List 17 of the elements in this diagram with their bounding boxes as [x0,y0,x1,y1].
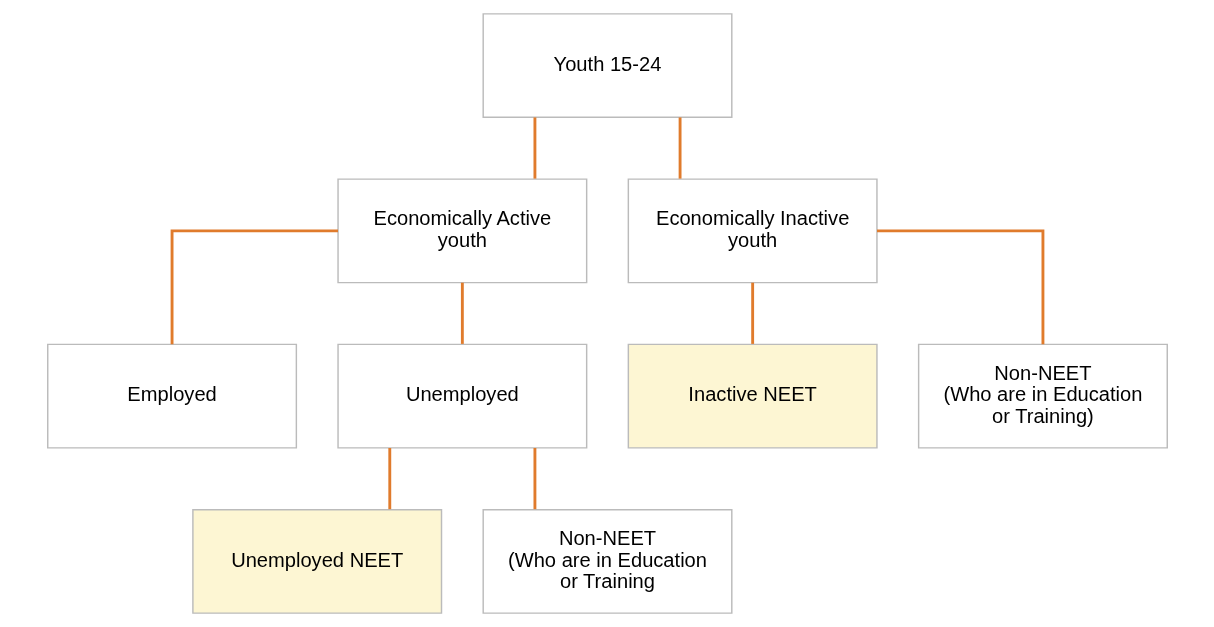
node-box: Inactive NEET [627,343,878,449]
connector [533,447,536,510]
node-box: Non-NEET (Who are in Education or Training [481,508,733,614]
connector [170,229,338,345]
node-box: Employed [46,343,297,449]
node-box: Non-NEET (Who are in Education or Training) [917,343,1168,449]
connector [876,229,1044,345]
node-box: Economically Active youth [336,178,587,284]
connector [533,117,536,179]
node-box: Unemployed [336,343,587,449]
connector [750,282,754,344]
node-box: Unemployed NEET [191,508,442,614]
node-box: Economically Inactive youth [627,178,878,284]
connector [678,117,681,179]
connector [387,447,391,510]
node-box: Youth 15-24 [481,13,733,119]
connector [460,282,464,344]
